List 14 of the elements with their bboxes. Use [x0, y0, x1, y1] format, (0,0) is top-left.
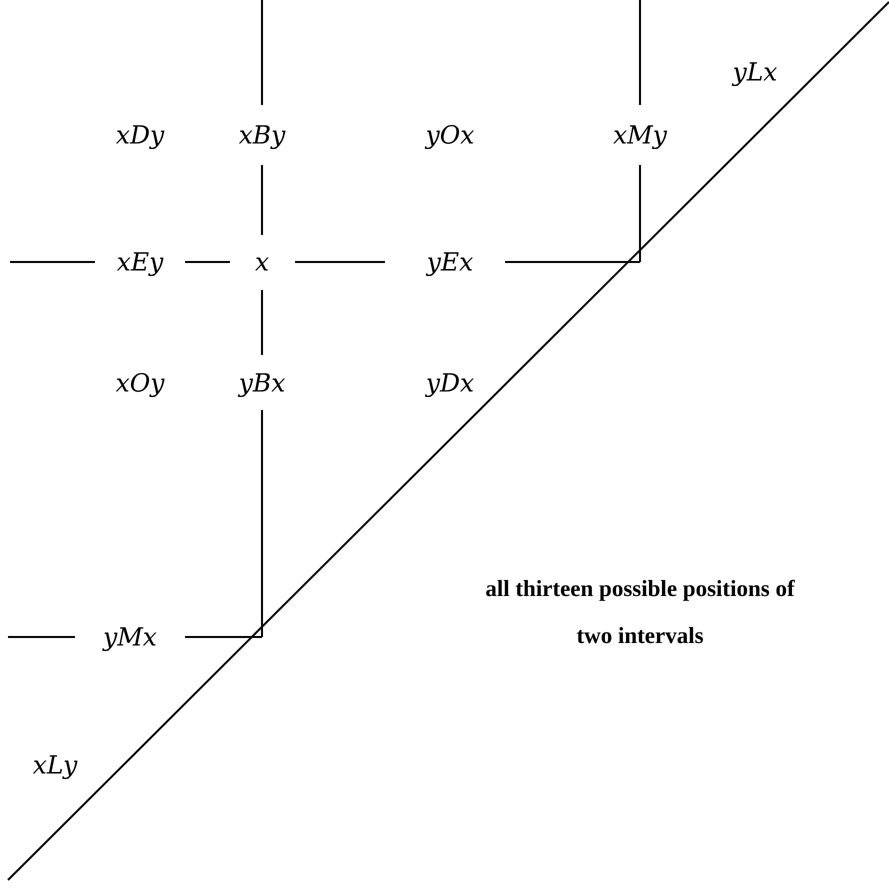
region-label: x	[254, 250, 270, 274]
region-label: xLy	[32, 752, 78, 778]
region-label: yBx	[238, 370, 286, 396]
region-label: xBy	[238, 122, 286, 148]
region-label: xDy	[116, 122, 164, 148]
region-label: yOx	[426, 122, 474, 148]
caption: all thirteen possible positions of two intervals	[484, 575, 796, 650]
region-label: yMx	[103, 624, 157, 650]
region-label: yEx	[426, 250, 474, 274]
region-label: xEy	[116, 250, 164, 274]
region-label: yLx	[732, 60, 778, 84]
region-label: xOy	[116, 370, 164, 396]
region-label: yDx	[426, 370, 474, 396]
region-label: xMy	[613, 122, 667, 148]
